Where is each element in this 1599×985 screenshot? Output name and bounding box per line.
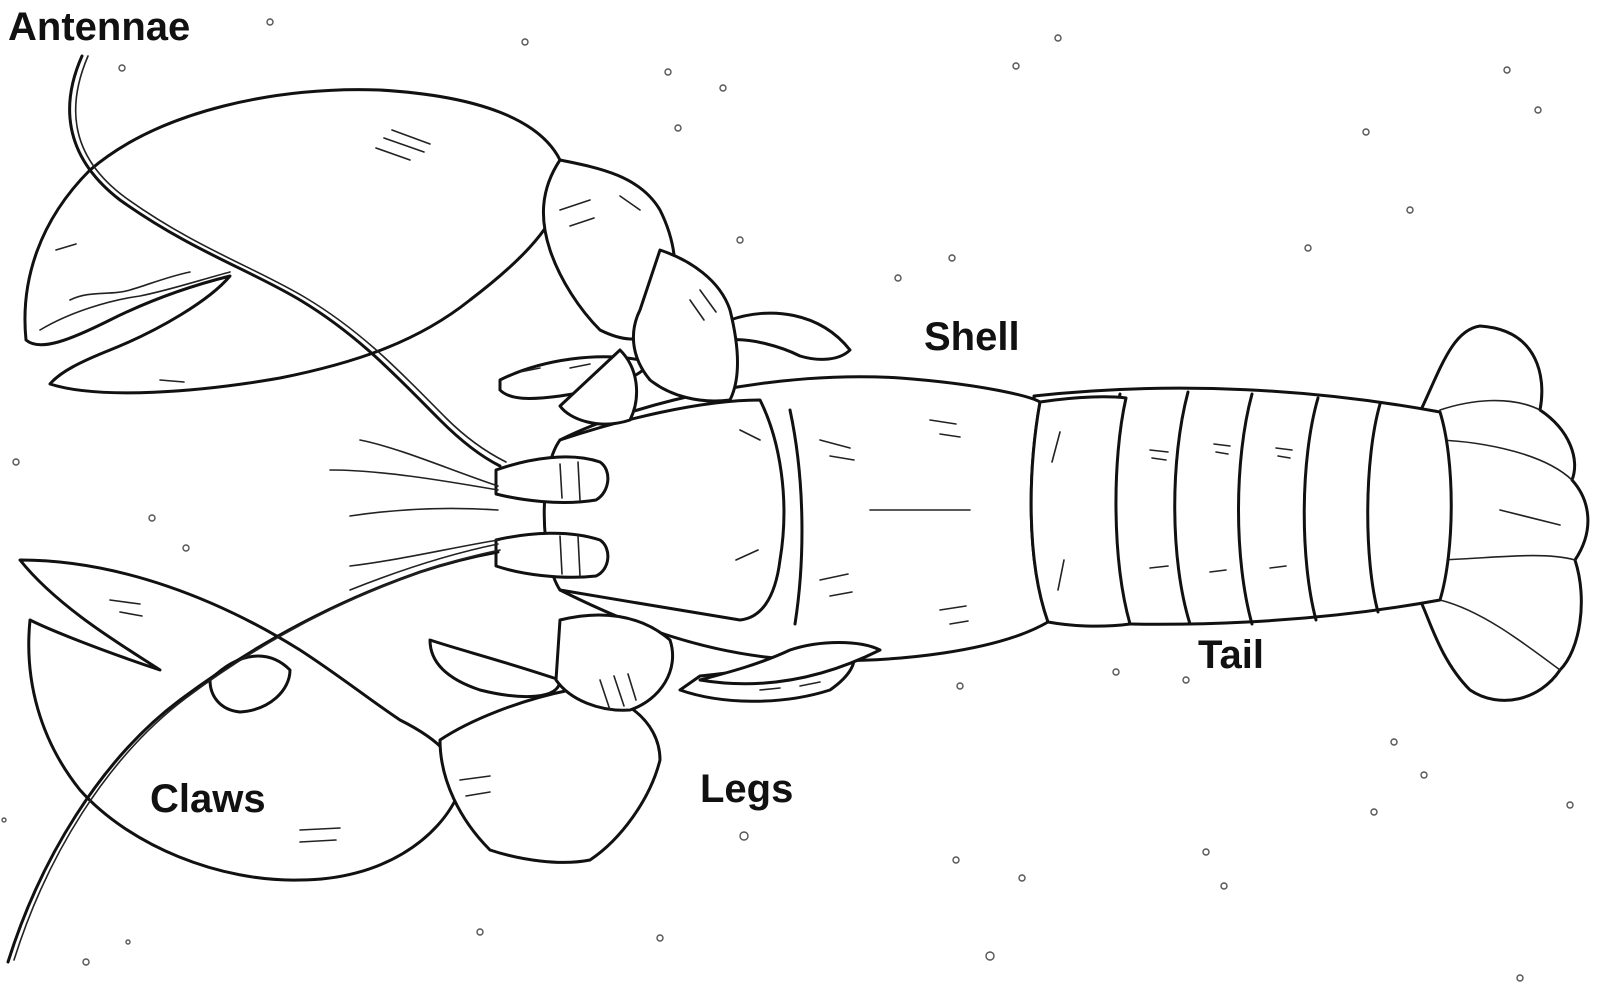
head — [496, 400, 784, 620]
label-shell: Shell — [924, 315, 1020, 359]
lower-claw — [20, 560, 673, 880]
label-antennae: Antennae — [8, 5, 190, 49]
label-legs: Legs — [700, 767, 793, 811]
upper-claw — [25, 90, 738, 424]
label-tail: Tail — [1198, 633, 1264, 677]
label-claws: Claws — [150, 777, 266, 821]
